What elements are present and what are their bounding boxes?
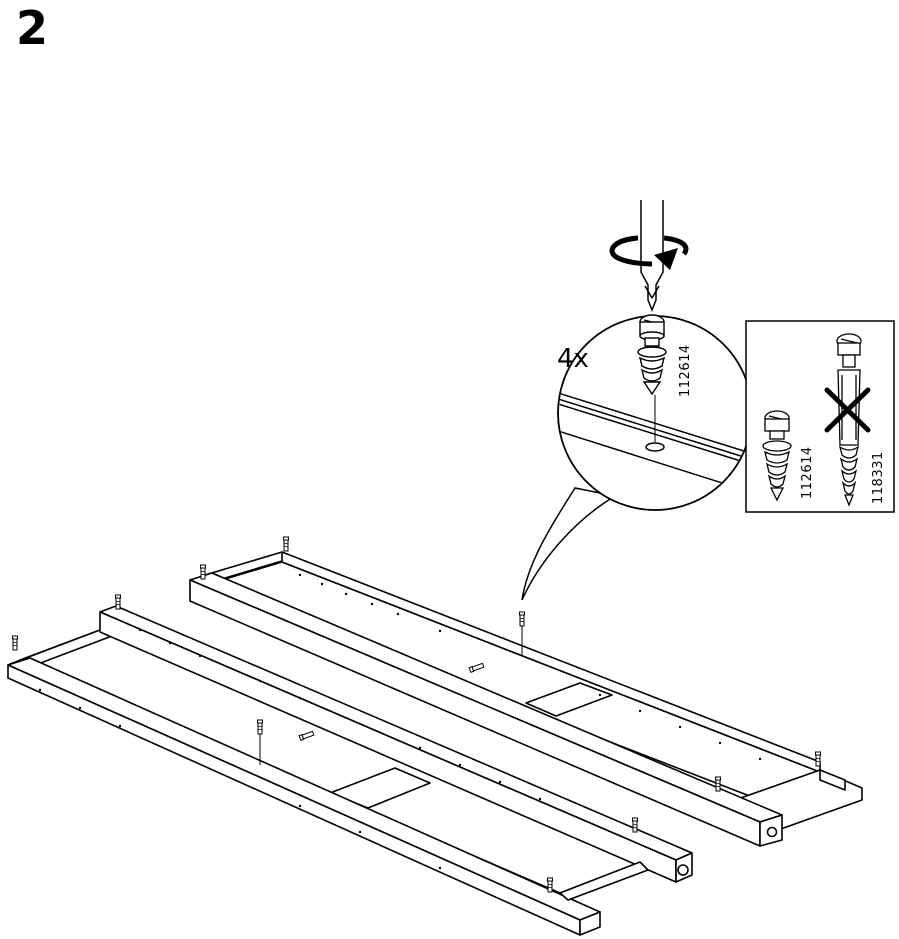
front-frame [7, 605, 693, 936]
step-number: 2 [16, 1, 49, 55]
part-number-label: 112614 [678, 344, 693, 397]
rotate-clockwise-icon [609, 235, 689, 270]
cam-bolts [12, 536, 821, 893]
quantity-label: 4x [557, 344, 589, 374]
cam-bolt-icon [637, 314, 667, 396]
comparison-box [745, 320, 895, 513]
correct-part-number-label: 112614 [800, 446, 815, 499]
cross-mark-icon [824, 387, 871, 433]
callout-bubble [521, 315, 753, 601]
screwdriver-icon [640, 200, 664, 313]
rail-holes [38, 573, 762, 870]
back-frame [189, 551, 863, 847]
wrong-part-number-label: 118331 [871, 451, 886, 504]
